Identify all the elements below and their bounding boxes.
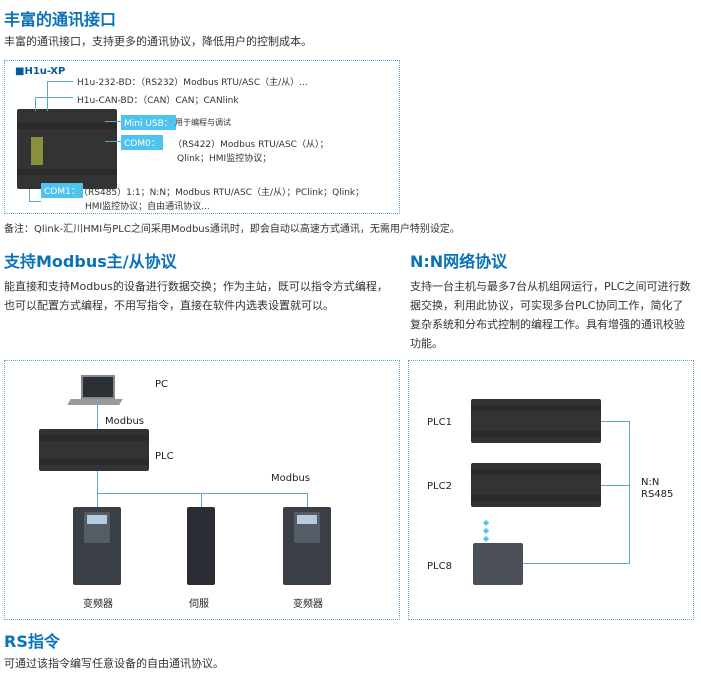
plc2-label: PLC2 xyxy=(427,481,452,492)
rs485-label: RS485 xyxy=(641,489,674,500)
plc-device-image xyxy=(17,109,117,189)
modbus-label-2: Modbus xyxy=(271,473,310,484)
mini-usb-desc: 用于编程与调试 xyxy=(175,118,231,127)
device-label-2: 伺服 xyxy=(189,599,209,610)
modbus-diagram: PC Modbus PLC Modbus 变频器 伺服 变频器 xyxy=(4,360,400,620)
modbus-desc: 能直接和支持Modbus的设备进行数据交换；作为主站，既可以指令方式编程，也可以… xyxy=(4,280,388,312)
plc8-label: PLC8 xyxy=(427,561,452,572)
nn-label: N:N xyxy=(641,477,660,488)
laptop-icon xyxy=(81,375,115,399)
plc-image xyxy=(39,429,149,471)
com0-desc-2: Qlink；HMI监控协议； xyxy=(177,154,272,164)
nn-desc: 支持一台主机与最多7台从机组网运行，PLC之间可进行数据交换，利用此协议，可实现… xyxy=(410,280,691,350)
plc2-image xyxy=(471,463,601,507)
device-label-1: 变频器 xyxy=(83,599,113,610)
plc1-label: PLC1 xyxy=(427,417,452,428)
port-can: H1u-CAN-BD：（CAN）CAN；CANlink xyxy=(77,96,239,106)
com0-label: COM0： xyxy=(121,135,163,150)
plc-label: PLC xyxy=(155,451,174,462)
com1-label: COM1： xyxy=(41,183,83,198)
interfaces-note: 备注：Qlink-汇川HMI与PLC之间采用Modbus通讯时，即会自动以高速方… xyxy=(4,224,460,235)
plc1-image xyxy=(471,399,601,443)
inverter-image-2 xyxy=(283,507,331,585)
com1-desc-1: （RS485）1:1；N:N；Modbus RTU/ASC（主/从）；PClin… xyxy=(79,188,365,198)
more-dots: ◆◆◆ xyxy=(483,518,490,543)
mini-usb-label: Mini USB： xyxy=(121,115,176,130)
modbus-label-1: Modbus xyxy=(105,416,144,427)
section-title-rs: RS指令 xyxy=(4,632,60,651)
plc8-image xyxy=(473,543,523,585)
interfaces-box: ■H1u-XP H1u-232-BD：（RS232）Modbus RTU/ASC… xyxy=(4,60,400,214)
port-232: H1u-232-BD：（RS232）Modbus RTU/ASC（主/从）... xyxy=(77,78,308,88)
com0-desc-1: （RS422）Modbus RTU/ASC（从）； xyxy=(173,140,329,150)
com1-desc-2: HMI监控协议；自由通讯协议... xyxy=(85,202,210,212)
section-title-nn: N:N网络协议 xyxy=(410,252,508,271)
inverter-image-1 xyxy=(73,507,121,585)
nn-diagram: PLC1 PLC2 ◆◆◆ PLC8 N:N RS485 xyxy=(408,360,694,620)
section-title-modbus: 支持Modbus主/从协议 xyxy=(4,252,177,271)
interfaces-desc: 丰富的通讯接口，支持更多的通讯协议，降低用户的控制成本。 xyxy=(4,35,312,48)
pc-label: PC xyxy=(155,379,169,390)
model-label: ■H1u-XP xyxy=(15,66,66,77)
device-label-3: 变频器 xyxy=(293,599,323,610)
rs-desc: 可通过该指令编写任意设备的自由通讯协议。 xyxy=(4,657,224,670)
servo-image xyxy=(187,507,215,585)
section-title-interfaces: 丰富的通讯接口 xyxy=(4,10,117,29)
